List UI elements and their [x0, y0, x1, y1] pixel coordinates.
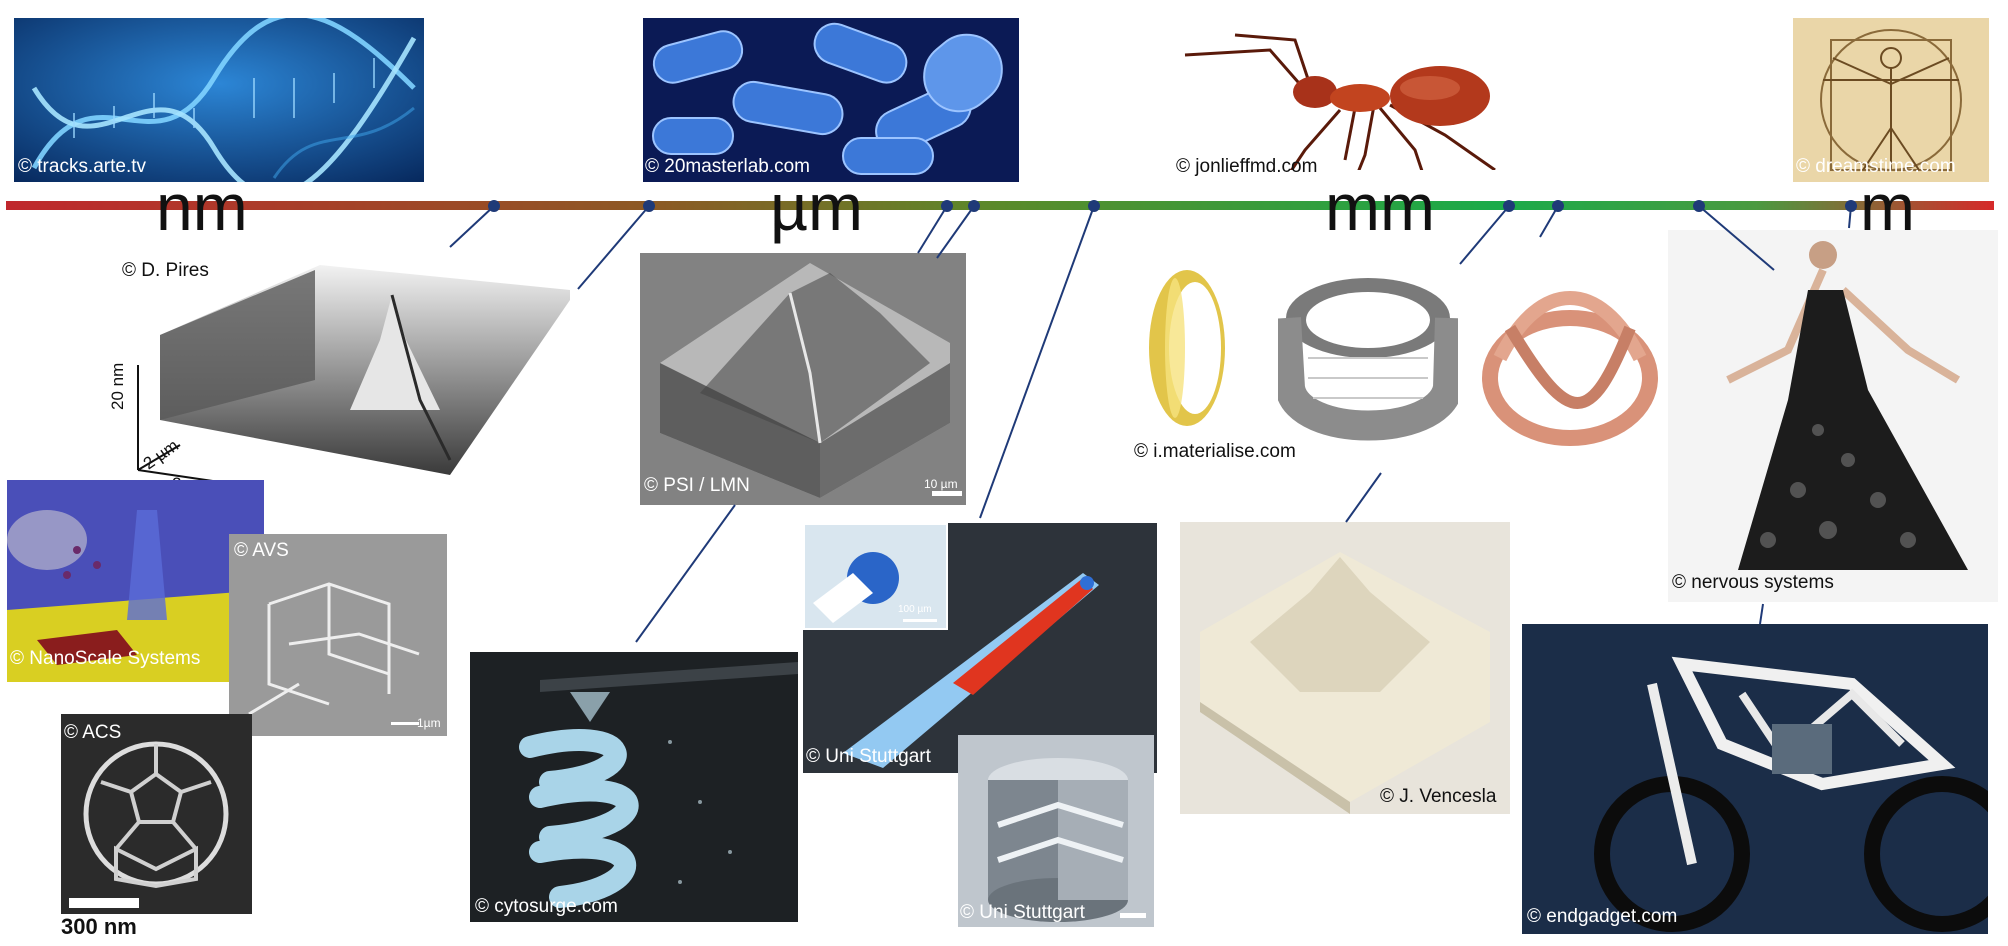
unit-label-nm: nm: [156, 170, 248, 244]
nanoscale-image: [7, 480, 264, 682]
nervous-credit: © nervous systems: [1672, 572, 1834, 593]
acs-image: [61, 714, 252, 914]
rose-gold-ring-image: [1480, 268, 1662, 463]
unit-label-m: m: [1860, 170, 1915, 244]
silver-ring-image: [1278, 258, 1458, 463]
mountain-print-image: [1180, 522, 1510, 814]
nanoscale-credit: © NanoScale Systems: [10, 648, 201, 669]
stuttgart-cylinder-image: [958, 735, 1154, 927]
afm-z-label: 20 nm: [108, 362, 127, 410]
dna-credit: © tracks.arte.tv: [18, 156, 147, 177]
motorbike-image: [1522, 624, 1988, 934]
acs-credit: © ACS: [64, 722, 122, 743]
avs-scale-label: 1µm: [417, 716, 441, 730]
cytosurge-credit: © cytosurge.com: [475, 896, 618, 917]
psi-scale-label: 10 µm: [924, 477, 958, 491]
vitruvian-image: [1793, 18, 1989, 182]
bacteria-image: [643, 18, 1019, 182]
gold-ring-image: [1135, 258, 1245, 433]
stuttgart-needle-credit: © Uni Stuttgart: [806, 746, 931, 767]
psi-image: [640, 253, 966, 505]
ant-image: [1175, 30, 1535, 170]
dress-image: [1668, 230, 1998, 602]
vencesla-credit: © J. Vencesla: [1380, 786, 1497, 807]
acs-scale-label: 300 nm: [61, 914, 137, 939]
afm-surface-image: [120, 260, 580, 485]
materialise-credit: © i.materialise.com: [1134, 441, 1296, 462]
dna-image: [14, 18, 424, 182]
ant-credit: © jonlieffmd.com: [1176, 156, 1318, 177]
bacteria-credit: © 20masterlab.com: [645, 156, 811, 177]
stuttgart-needle-image: [803, 523, 1157, 773]
avs-image: [229, 534, 447, 736]
scale-bar: [6, 201, 1994, 210]
vitruvian-credit: © dreamstime.com: [1796, 156, 1956, 177]
stuttgart-inset-scale-label: 100 µm: [898, 604, 932, 615]
avs-credit: © AVS: [234, 540, 289, 561]
unit-label-mm: mm: [1325, 170, 1435, 244]
afm-credit: © D. Pires: [122, 260, 209, 281]
cytosurge-image: [470, 652, 798, 922]
psi-credit: © PSI / LMN: [644, 475, 750, 496]
endgadget-credit: © endgadget.com: [1527, 906, 1678, 927]
stuttgart-cylinder-credit: © Uni Stuttgart: [960, 902, 1085, 923]
unit-label-um: µm: [770, 170, 864, 244]
